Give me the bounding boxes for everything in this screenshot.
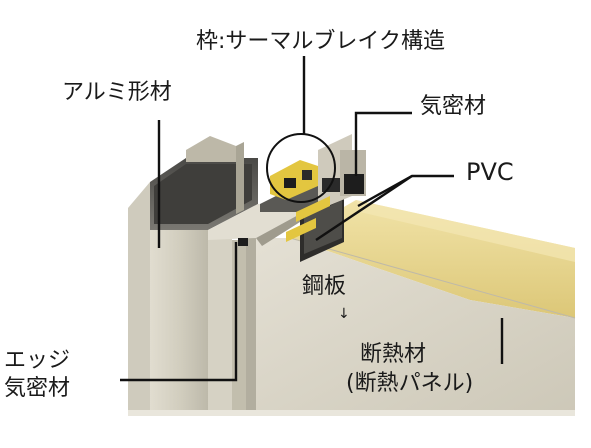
leader-airtight-seal bbox=[354, 111, 412, 176]
leader-pvc-lower bbox=[315, 175, 413, 241]
label-pvc: PVC bbox=[466, 158, 514, 186]
label-steel-plate: 鋼板 bbox=[302, 274, 347, 299]
thermal-break-highlight-circle bbox=[266, 133, 336, 203]
thermal-break-pvc bbox=[270, 160, 330, 242]
leader-edge-seal bbox=[120, 242, 238, 382]
label-insulation-material: 断熱材 bbox=[360, 342, 427, 367]
label-insulation-panel: (断熱パネル) bbox=[346, 371, 474, 396]
label-edge: エッジ bbox=[4, 348, 71, 373]
label-airtight-seal: 気密材 bbox=[420, 94, 487, 119]
label-frame-thermal-break: 枠:サーマルブレイク構造 bbox=[196, 29, 445, 54]
label-edge-airtight-seal: 気密材 bbox=[4, 376, 71, 401]
label-aluminum-profile: アルミ形材 bbox=[62, 80, 172, 105]
leader-lines bbox=[120, 56, 504, 382]
insulation-panel bbox=[290, 200, 575, 318]
steel-plate-face bbox=[252, 237, 576, 414]
bottom-shade bbox=[128, 410, 575, 416]
steel-plate-arrow: ↓ bbox=[338, 306, 350, 322]
aluminum-frame bbox=[128, 134, 366, 414]
